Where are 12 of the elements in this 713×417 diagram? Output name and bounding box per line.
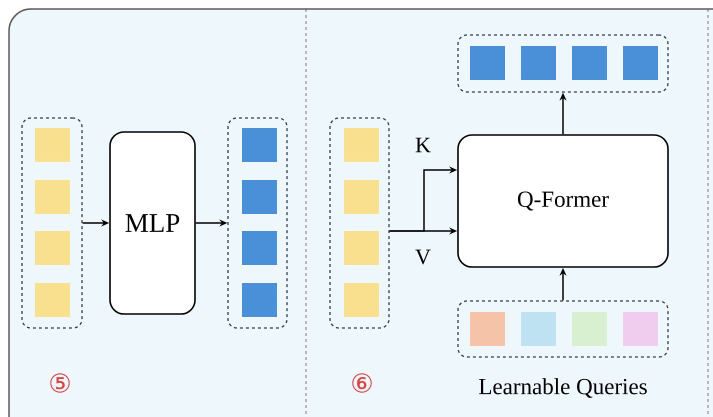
process-box: MLP xyxy=(109,131,196,315)
token-group xyxy=(329,117,390,329)
token-group xyxy=(227,117,288,329)
process-box: Q-Former xyxy=(457,134,669,268)
token-group xyxy=(21,117,83,329)
token-group xyxy=(457,300,669,358)
step-number: ⑤ xyxy=(50,373,70,393)
edge-label: K xyxy=(416,138,431,152)
step-number: ⑥ xyxy=(352,373,372,393)
edge-label: V xyxy=(415,250,431,264)
token-group xyxy=(457,34,669,93)
node-label: Learnable Queries xyxy=(479,378,647,398)
